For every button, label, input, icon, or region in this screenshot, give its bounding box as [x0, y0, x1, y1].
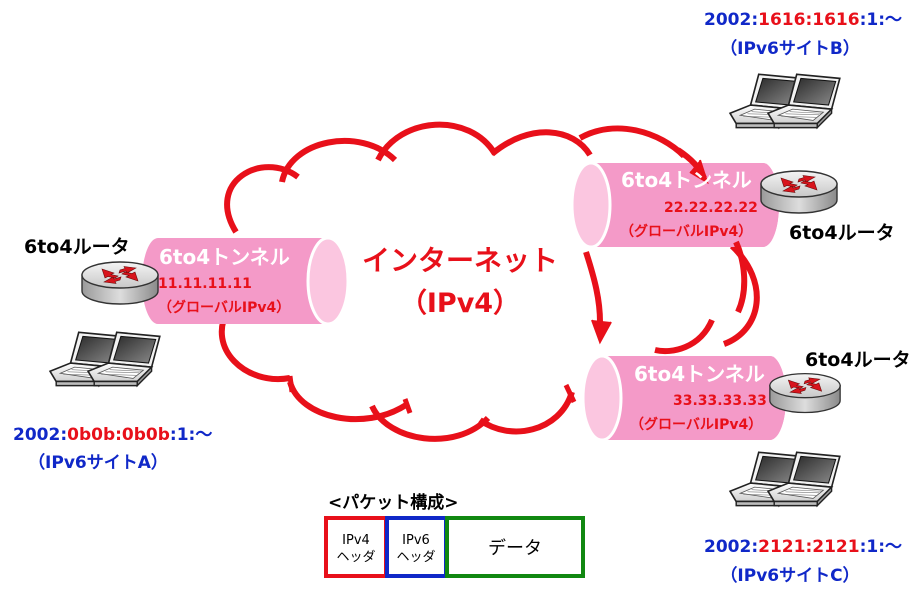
packet-ipv4-label: IPv4 — [342, 533, 370, 548]
tunnel-flow-arrows — [583, 147, 748, 345]
tunnel-c-ipv4-note: （グローバルIPv4） — [630, 416, 762, 433]
site-a-address: 2002:0b0b:0b0b:1:〜 — [13, 425, 212, 445]
tunnel-b-ipv4-address: 22.22.22.22 — [664, 200, 758, 216]
tunnel-a-ipv4-address: 11.11.11.11 — [158, 276, 252, 292]
router-c-icon — [769, 372, 841, 414]
internet-label: インターネット — [362, 244, 558, 277]
router-c-label: 6to4ルータ — [805, 349, 911, 371]
tunnel-c-label: 6to4トンネル — [634, 362, 765, 386]
tunnel-a-label: 6to4トンネル — [159, 245, 290, 269]
internet-ipv4-label: （IPv4） — [400, 288, 520, 319]
site-a-name: （IPv6サイトA） — [28, 452, 168, 473]
router-b-icon — [760, 170, 838, 214]
tunnel-c-ipv4-address: 33.33.33.33 — [673, 393, 767, 409]
packet-title: <パケット構成> — [328, 492, 459, 513]
router-b-label: 6to4ルータ — [789, 222, 895, 244]
tunnel-a — [142, 236, 350, 326]
router-a-label: 6to4ルータ — [24, 236, 130, 258]
tunnel-b-label: 6to4トンネル — [621, 168, 752, 192]
site-b-address: 2002:1616:1616:1:〜 — [704, 10, 902, 30]
packet-structure: <パケット構成> IPv4 ヘッダ IPv6 ヘッダ データ — [324, 492, 585, 578]
tunnel-b-ipv4-note: （グローバルIPv4） — [620, 223, 752, 240]
site-b-name: （IPv6サイトB） — [720, 38, 860, 59]
packet-data-label: データ — [488, 538, 542, 559]
packet-ipv4-header-label: ヘッダ — [336, 550, 375, 565]
packet-ipv6-label: IPv6 — [402, 533, 430, 548]
site-c-address: 2002:2121:2121:1:〜 — [704, 537, 902, 557]
tunnel-c — [581, 354, 786, 442]
router-a-icon — [81, 261, 159, 305]
packet-data-box — [445, 516, 585, 578]
packet-ipv6-header-label: ヘッダ — [396, 550, 435, 565]
tunnel-a-ipv4-note: （グローバルIPv4） — [158, 299, 290, 316]
site-c-name: （IPv6サイトC） — [720, 565, 859, 586]
